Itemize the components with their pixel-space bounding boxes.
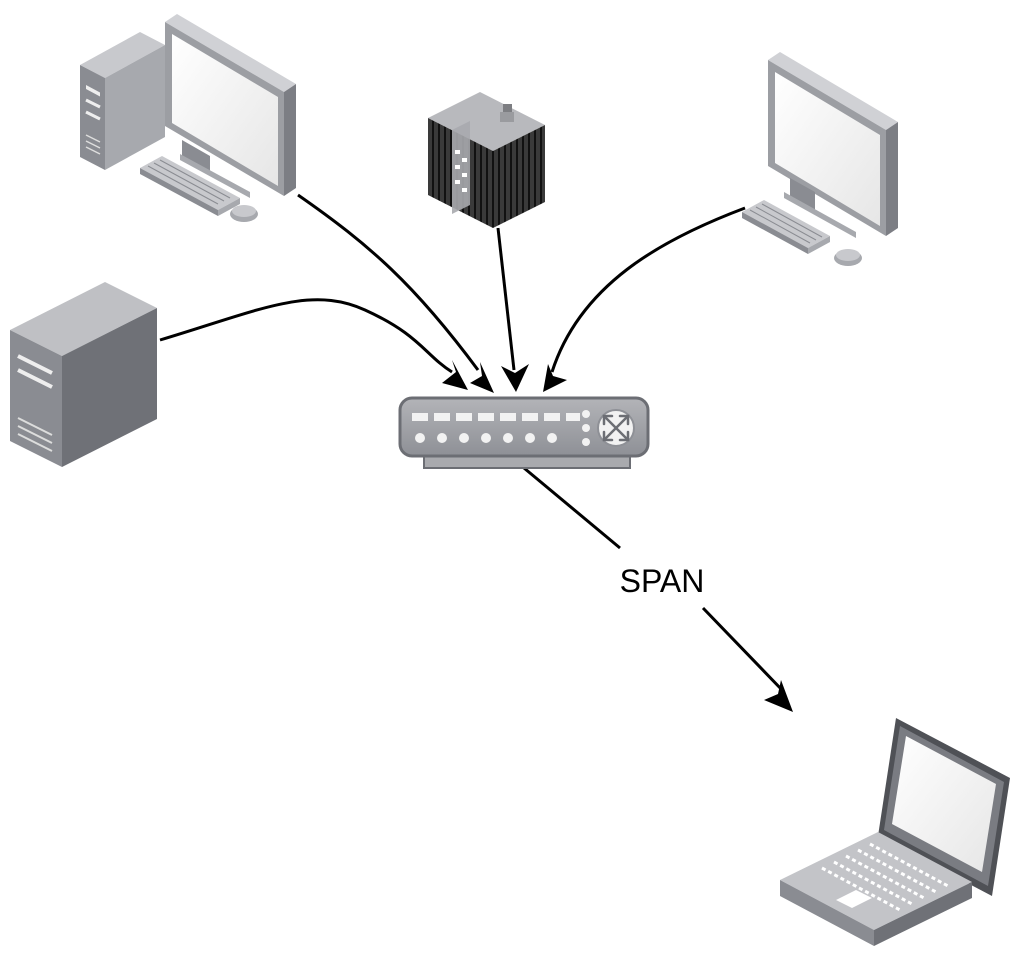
arrowhead-laptop bbox=[764, 680, 793, 712]
edge-monitor-to-switch bbox=[550, 206, 746, 373]
edge-industrial-to-switch bbox=[496, 227, 516, 371]
edge-switch-to-laptop-lower bbox=[701, 606, 786, 694]
network-switch-icon bbox=[398, 396, 650, 469]
arrowheads bbox=[442, 360, 793, 712]
arrowhead-monitor bbox=[543, 364, 567, 392]
connections bbox=[159, 193, 786, 694]
arrowhead-server bbox=[442, 360, 468, 390]
desktop-monitor-icon bbox=[742, 52, 898, 266]
industrial-switch-icon bbox=[428, 92, 545, 228]
edge-switch-to-laptop-upper bbox=[523, 466, 621, 550]
desktop-computer-icon bbox=[80, 14, 296, 222]
server-tower-icon bbox=[10, 282, 157, 467]
edge-server-to-switch bbox=[159, 298, 453, 374]
arrowhead-industrial bbox=[501, 364, 529, 392]
edge-desktop-to-switch bbox=[297, 193, 480, 371]
span-label: SPAN bbox=[620, 563, 705, 599]
arrowhead-desktop bbox=[470, 362, 494, 393]
laptop-icon bbox=[780, 718, 1010, 946]
